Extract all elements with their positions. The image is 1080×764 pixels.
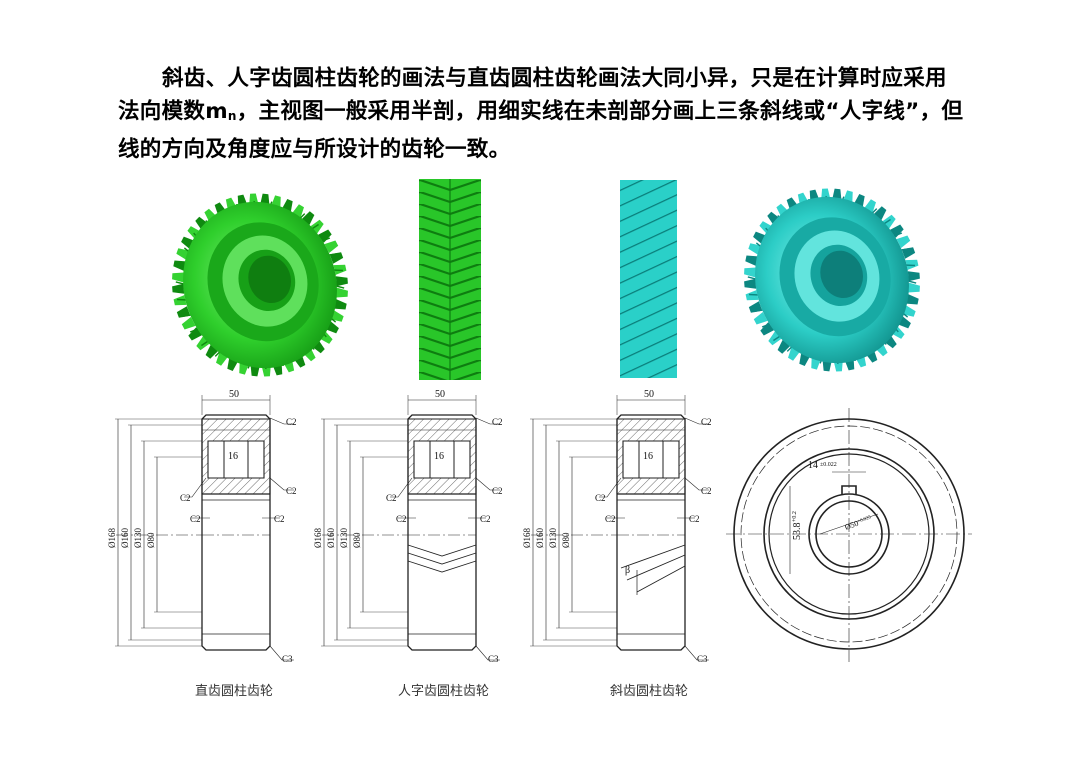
chamfer-c2: C2 — [595, 493, 606, 503]
diameter-dimension: Ø168 — [522, 528, 532, 548]
chamfer-c2: C2 — [180, 493, 191, 503]
diameter-dimension: Ø168 — [313, 528, 323, 548]
chamfer-c2: C2 — [492, 417, 503, 427]
slot-dimension: 16 — [643, 451, 653, 462]
intro-text-b: ，主视图一般采用半剖，用细实线在未剖部分画上三条斜线或“人字线”，但线的方向及角… — [118, 99, 964, 162]
diameter-dimension: Ø160 — [120, 528, 130, 548]
diameter-dimension: Ø130 — [548, 528, 558, 548]
key-width-tol: ±0.022 — [820, 462, 837, 468]
caption-herringbone-gear: 人字齿圆柱齿轮 — [398, 684, 490, 699]
diameter-dimension: Ø130 — [133, 528, 143, 548]
diameter-dimension: Ø80 — [352, 532, 362, 548]
chamfer-c2: C2 — [492, 486, 503, 496]
caption-spur-gear: 直齿圆柱齿轮 — [195, 684, 274, 699]
helix-angle-label: β — [625, 565, 630, 576]
width-dimension: 50 — [435, 389, 445, 400]
chamfer-c3: C3 — [697, 654, 708, 664]
intro-subscript: n — [227, 109, 237, 123]
chamfer-c3: C3 — [282, 654, 293, 664]
herringbone-gear-face-icon — [419, 179, 481, 380]
width-dimension: 50 — [644, 389, 654, 400]
key-width-dim: 14 — [808, 460, 818, 471]
chamfer-c2: C2 — [701, 486, 712, 496]
chamfer-c2: C2 — [605, 514, 616, 524]
chamfer-c2: C2 — [689, 514, 700, 524]
key-depth-dim: 53.8 — [792, 523, 803, 541]
key-depth-tol: +0.2 — [792, 511, 798, 522]
diameter-dimension: Ø160 — [326, 528, 336, 548]
diameter-dimension: Ø80 — [561, 532, 571, 548]
diameter-dimension: Ø168 — [107, 528, 117, 548]
chamfer-c2: C2 — [396, 514, 407, 524]
helix-line — [626, 554, 686, 581]
herringbone-line — [407, 552, 477, 565]
intro-text-a: 斜齿、人字齿圆柱齿轮的画法与直齿圆柱齿轮画法大同小异，只是在计算时应采用法向模数… — [118, 66, 947, 124]
chamfer-c2: C2 — [480, 514, 491, 524]
herringbone-line — [407, 544, 477, 557]
helical-gear-face-icon — [620, 180, 677, 378]
diameter-dimension: Ø160 — [535, 528, 545, 548]
intro-paragraph: 斜齿、人字齿圆柱齿轮的画法与直齿圆柱齿轮画法大同小异，只是在计算时应采用法向模数… — [118, 62, 968, 166]
slot-dimension: 16 — [228, 451, 238, 462]
chamfer-c2: C2 — [274, 514, 285, 524]
diameter-dimension: Ø80 — [146, 532, 156, 548]
chamfer-c2: C2 — [286, 417, 297, 427]
chamfer-c3: C3 — [488, 654, 499, 664]
bore-tol: +0.025 — [857, 515, 872, 525]
end-view-drawing — [726, 408, 972, 662]
helical-gear-3d-icon — [744, 188, 920, 372]
helix-line — [620, 544, 686, 569]
herringbone-line — [407, 560, 477, 573]
herringbone-gear-3d-icon — [172, 193, 348, 377]
diameter-dimension: Ø130 — [339, 528, 349, 548]
chamfer-c2: C2 — [190, 514, 201, 524]
chamfer-c2: C2 — [701, 417, 712, 427]
helix-line — [636, 565, 686, 593]
slot-dimension: 16 — [434, 451, 444, 462]
caption-helical-gear: 斜齿圆柱齿轮 — [610, 684, 689, 699]
width-dimension: 50 — [229, 389, 239, 400]
chamfer-c2: C2 — [386, 493, 397, 503]
chamfer-c2: C2 — [286, 486, 297, 496]
bore-dim: Ø50 — [844, 519, 860, 532]
